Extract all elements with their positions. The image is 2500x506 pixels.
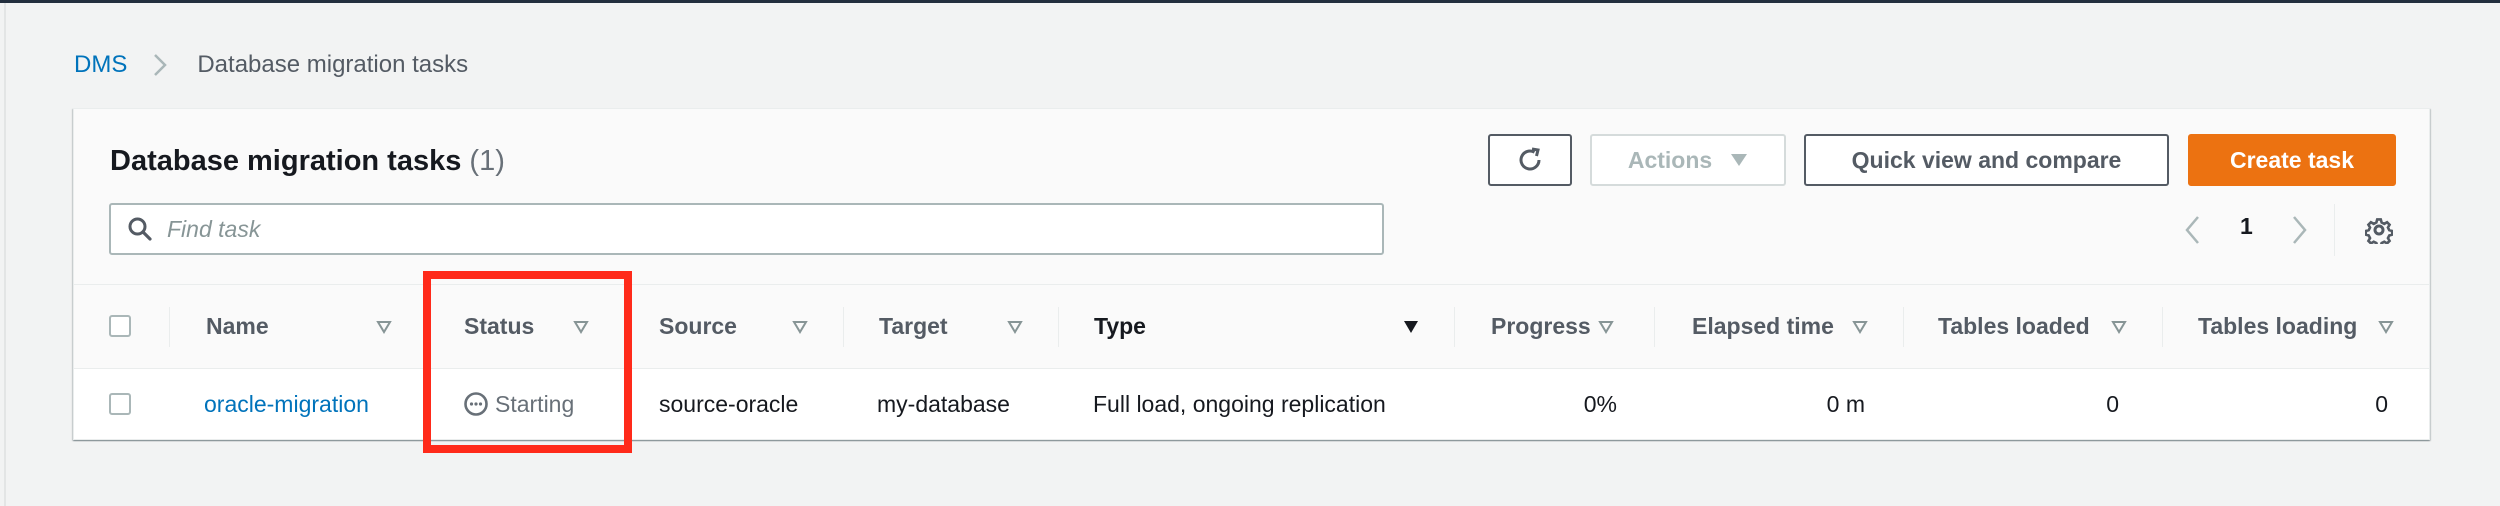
refresh-icon (1515, 145, 1545, 175)
sort-icon[interactable] (2111, 319, 2127, 335)
page-title-text: Database migration tasks (110, 145, 462, 177)
column-header-source[interactable]: Source (659, 313, 737, 339)
caret-down-icon (1730, 153, 1748, 167)
sort-descending-icon[interactable] (1403, 319, 1419, 335)
column-header-target[interactable]: Target (879, 313, 948, 339)
column-header-progress[interactable]: Progress (1491, 313, 1591, 339)
quick-view-compare-button[interactable]: Quick view and compare (1804, 134, 2169, 186)
status-cell: Starting (463, 369, 574, 439)
column-divider (629, 307, 630, 347)
side-nav-edge (4, 3, 6, 506)
column-header-name[interactable]: Name (206, 313, 269, 339)
column-header-tables-loaded[interactable]: Tables loaded (1938, 313, 2090, 339)
tables-loaded-cell: 0 (2106, 390, 2119, 417)
target-cell: my-database (877, 390, 1010, 417)
pagination-page-1[interactable]: 1 (2240, 213, 2253, 239)
row-select-checkbox[interactable] (109, 393, 131, 415)
source-cell: source-oracle (659, 390, 799, 417)
column-divider (2162, 307, 2163, 347)
elapsed-time-cell: 0 m (1826, 390, 1865, 417)
create-task-button[interactable]: Create task (2188, 134, 2396, 186)
search-input[interactable] (165, 214, 1349, 244)
page-title: Database migration tasks (1) (110, 145, 505, 178)
column-header-tables-loading[interactable]: Tables loading (2198, 313, 2358, 339)
sort-icon[interactable] (1598, 319, 1614, 335)
pagination-next-icon[interactable] (2288, 214, 2310, 246)
column-header-type[interactable]: Type (1094, 313, 1146, 339)
sort-icon[interactable] (376, 319, 392, 335)
table-header: Name Status Source Target Type Progress … (74, 284, 2429, 369)
top-nav-bar (0, 0, 2500, 3)
sort-icon[interactable] (792, 319, 808, 335)
breadcrumb-current: Database migration tasks (197, 51, 469, 78)
tables-loading-cell: 0 (2375, 390, 2388, 417)
type-cell: Full load, ongoing replication (1093, 390, 1386, 417)
gear-icon[interactable] (2364, 216, 2394, 248)
progress-cell: 0% (1583, 390, 1617, 417)
column-divider (1058, 307, 1059, 347)
column-divider (1654, 307, 1655, 347)
pagination-previous-icon[interactable] (2182, 214, 2204, 246)
column-divider (843, 307, 844, 347)
refresh-button[interactable] (1488, 134, 1572, 186)
column-divider (1903, 307, 1904, 347)
sort-icon[interactable] (573, 319, 589, 335)
sort-icon[interactable] (1007, 319, 1023, 335)
task-count: (1) (469, 145, 505, 177)
divider (2334, 204, 2335, 256)
actions-dropdown-button[interactable]: Actions (1590, 134, 1786, 186)
sort-icon[interactable] (2378, 319, 2394, 335)
column-divider (169, 307, 170, 347)
column-header-status[interactable]: Status (464, 313, 535, 339)
status-in-progress-icon (463, 391, 489, 417)
column-header-elapsed-time[interactable]: Elapsed time (1692, 313, 1834, 339)
search-icon (127, 216, 153, 242)
tasks-table-container: Database migration tasks (1) Actions Qui… (73, 108, 2430, 440)
sort-icon[interactable] (1852, 319, 1868, 335)
select-all-checkbox[interactable] (109, 315, 131, 337)
breadcrumb: DMS Database migration tasks (74, 48, 468, 82)
task-name-link[interactable]: oracle-migration (204, 390, 369, 417)
chevron-right-icon (145, 50, 175, 80)
breadcrumb-dms-link[interactable]: DMS (74, 51, 128, 78)
search-field[interactable] (109, 203, 1384, 255)
actions-label: Actions (1627, 146, 1713, 173)
status-text: Starting (495, 390, 575, 417)
table-row[interactable]: oracle-migration Starting source-oracle … (74, 369, 2429, 439)
column-divider (1454, 307, 1455, 347)
